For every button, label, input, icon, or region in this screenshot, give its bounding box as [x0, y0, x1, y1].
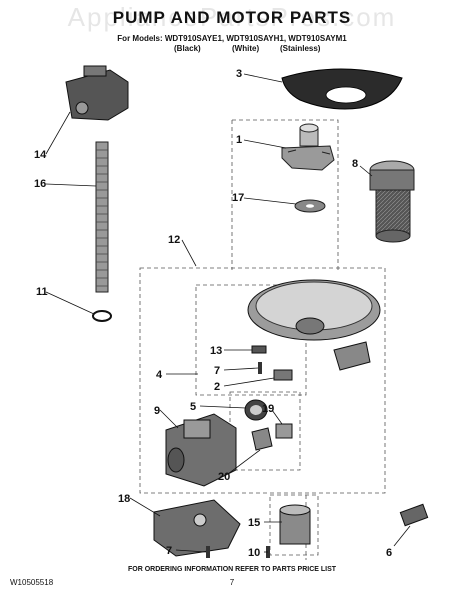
callout-11: 11	[36, 286, 48, 298]
dashed-group-outlines	[139, 119, 386, 560]
model-list: For Models: WDT910SAYE1, WDT910SAYH1, WD…	[117, 34, 347, 43]
part-16-disc	[294, 199, 326, 213]
callout-4: 4	[156, 369, 163, 381]
callout-10: 10	[248, 547, 260, 559]
callout-7-upper: 7	[214, 365, 220, 377]
part-15-connector	[65, 65, 129, 121]
callout-12: 12	[168, 234, 180, 246]
callout-14: 15	[248, 517, 260, 529]
variant-stainless: (Stainless)	[280, 44, 321, 53]
callout-8: 8	[352, 158, 358, 170]
part-19-bracket	[153, 499, 241, 557]
callout-15: 14	[34, 149, 47, 161]
part-12-sump	[247, 279, 381, 371]
callout-16: 17	[232, 192, 244, 204]
page-number: 7	[229, 578, 235, 587]
part-9-pump-motor	[165, 413, 237, 487]
callout-1: 1	[236, 134, 242, 146]
callout-2: 2	[214, 381, 220, 393]
callout-13: 13	[210, 345, 222, 357]
part-8-filter	[369, 160, 415, 243]
part-3-shield	[281, 68, 403, 110]
small-parts	[244, 345, 293, 451]
callout-18: 19	[262, 403, 274, 415]
callout-7-lower: 7	[166, 545, 172, 557]
callout-20: 20	[218, 471, 230, 483]
callout-3: 3	[236, 68, 242, 80]
callout-17: 16	[34, 178, 46, 190]
ordering-info: FOR ORDERING INFORMATION REFER TO PARTS …	[127, 566, 337, 573]
leader-lines	[45, 73, 411, 553]
part-11-clamp	[92, 310, 112, 322]
part-14-drain-pump	[279, 504, 311, 545]
part-17-hose	[95, 141, 109, 293]
callout-19: 18	[118, 493, 130, 505]
document-id: W10505518	[10, 578, 54, 587]
callout-6: 6	[386, 547, 392, 559]
variant-black: (Black)	[174, 44, 201, 53]
callout-5: 5	[190, 401, 196, 413]
variant-white: (White)	[232, 44, 260, 53]
callout-labels: 3 1 17 8 14 16 11 12 13 7 2 4 5 9 19 20 …	[34, 68, 392, 559]
part-6-plug	[399, 503, 429, 527]
callout-9: 9	[154, 405, 160, 417]
part-1-chopper-assembly	[281, 123, 335, 171]
page-title: PUMP AND MOTOR PARTS	[112, 8, 352, 27]
